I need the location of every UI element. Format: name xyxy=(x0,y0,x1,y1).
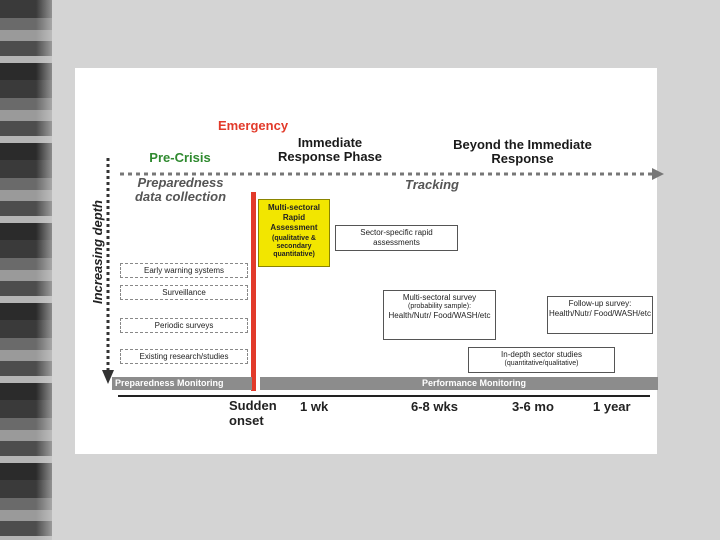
timeline-3-6mo: 3-6 mo xyxy=(512,399,554,414)
timeline-1wk: 1 wk xyxy=(300,399,328,414)
emergency-label: Emergency xyxy=(205,119,301,133)
timeline-6-8wks: 6-8 wks xyxy=(411,399,458,414)
existing-research-box: Existing research/studies xyxy=(120,349,248,364)
multi-survey-sample: (probability sample): xyxy=(384,303,495,311)
indepth-studies-box: In-depth sector studies (quantitative/qu… xyxy=(468,347,615,373)
pre-crisis-label: Pre-Crisis xyxy=(115,151,245,165)
multi-survey-box: Multi-sectoral survey (probability sampl… xyxy=(383,290,496,340)
sector-rapid-box: Sector-specific rapid assessments xyxy=(335,225,458,251)
timeline-axis xyxy=(118,395,650,397)
performance-monitoring-bar: Performance Monitoring xyxy=(260,377,658,390)
immediate-response-label: Immediate Response Phase xyxy=(265,136,395,164)
multi-survey-title: Multi-sectoral survey xyxy=(384,293,495,303)
multi-survey-topics: Health/Nutr/ Food/WASH/etc xyxy=(384,311,495,321)
increasing-depth-label: Increasing depth xyxy=(91,187,105,317)
rapid-assessment-box: Multi-sectoral Rapid Assessment (qualita… xyxy=(258,199,330,267)
early-warning-box: Early warning systems xyxy=(120,263,248,278)
indepth-note: (quantitative/qualitative) xyxy=(469,360,614,368)
tracking-label: Tracking xyxy=(405,178,475,192)
beyond-response-label: Beyond the Immediate Response xyxy=(440,138,605,166)
preparedness-collection-label: Preparedness data collection xyxy=(123,176,238,204)
photo-fade xyxy=(36,0,64,540)
rapid-assessment-note: (qualitative & secondary quantitative) xyxy=(259,235,329,259)
surveillance-box: Surveillance xyxy=(120,285,248,300)
preparedness-monitoring-bar: Preparedness Monitoring xyxy=(112,377,252,390)
rapid-assessment-title: Multi-sectoral Rapid Assessment xyxy=(259,203,329,233)
timeline-1year: 1 year xyxy=(593,399,631,414)
periodic-surveys-box: Periodic surveys xyxy=(120,318,248,333)
diagram-slide: Emergency Pre-Crisis Immediate Response … xyxy=(75,68,657,454)
followup-survey-box: Follow-up survey: Health/Nutr/ Food/WASH… xyxy=(547,296,653,334)
sudden-onset-label: Sudden onset xyxy=(229,398,289,428)
indepth-title: In-depth sector studies xyxy=(469,350,614,360)
emergency-line xyxy=(251,192,256,391)
